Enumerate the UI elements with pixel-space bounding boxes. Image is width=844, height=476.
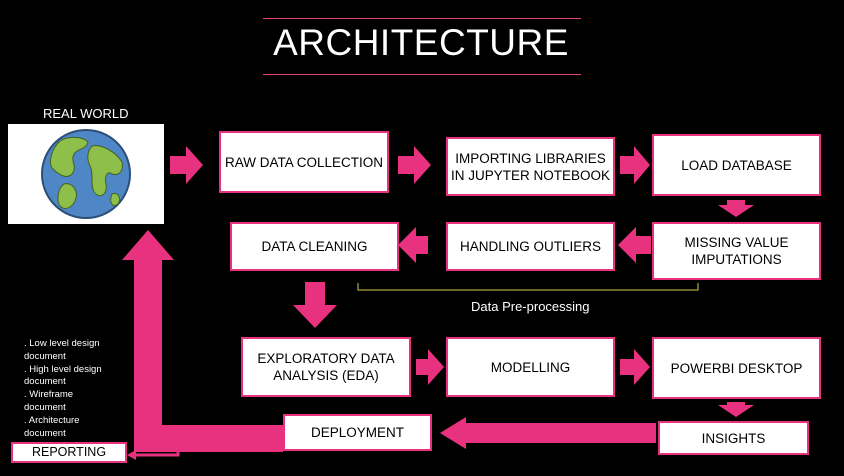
document-item: . Low level design	[24, 338, 100, 349]
document-item: . Architecture	[24, 414, 80, 426]
document-item: document	[24, 401, 66, 413]
powerbi-desktop-label: POWERBI DESKTOP	[670, 360, 803, 376]
data-cleaning-label: DATA CLEANING	[261, 239, 368, 254]
preprocessing-bracket	[357, 283, 699, 291]
missing-value-line1: MISSING VALUE	[684, 235, 789, 250]
page-title: ARCHITECTURE	[273, 22, 569, 63]
document-item: . High level design	[24, 363, 102, 375]
reporting-box: REPORTING	[11, 442, 127, 463]
eda-line1: EXPLORATORY DATA	[257, 351, 395, 366]
arrow-powerbi-to-insights	[718, 402, 754, 417]
document-item: document	[24, 350, 66, 362]
document-item: document	[24, 376, 66, 388]
raw-data-collection-box: RAW DATA COLLECTION	[219, 131, 389, 193]
load-database-label: LOAD DATABASE	[681, 157, 792, 173]
arrow-modelling-to-powerbi	[620, 349, 650, 385]
arrow-to-reporting	[136, 440, 180, 457]
title-bottom-rule	[263, 74, 581, 75]
insights-label: INSIGHTS	[701, 430, 766, 446]
importing-libraries-line2: IN JUPYTER NOTEBOOK	[450, 167, 611, 183]
powerbi-desktop-box: POWERBI DESKTOP	[652, 337, 821, 399]
document-list: . Low level design document . High level…	[24, 338, 134, 440]
missing-value-box: MISSING VALUE IMPUTATIONS	[652, 222, 821, 280]
arrow-world-to-raw	[170, 146, 203, 184]
load-database-box: LOAD DATABASE	[652, 134, 821, 196]
document-item: . Wireframe	[24, 389, 74, 401]
preprocessing-label: Data Pre-processing	[471, 299, 590, 314]
title-top-rule	[263, 18, 581, 19]
arrow-cleaning-to-eda	[293, 282, 337, 328]
eda-line2: ANALYSIS (EDA)	[273, 368, 379, 383]
real-world-image	[8, 124, 164, 224]
arrow-load-to-missing	[718, 200, 754, 217]
document-item: document	[24, 427, 66, 439]
earth-globe-icon	[41, 129, 131, 219]
arrow-eda-to-modelling	[416, 349, 444, 385]
arrow-insights-to-deployment	[440, 417, 656, 449]
arrow-missing-to-outliers	[618, 227, 651, 263]
reporting-label: REPORTING	[31, 445, 107, 459]
handling-outliers-box: HANDLING OUTLIERS	[446, 222, 615, 271]
arrow-import-to-load	[620, 146, 650, 184]
arrow-deployment-to-world	[122, 230, 283, 452]
eda-box: EXPLORATORY DATA ANALYSIS (EDA)	[241, 337, 411, 397]
modelling-label: MODELLING	[490, 359, 571, 375]
real-world-label: REAL WORLD	[43, 106, 129, 121]
arrow-raw-to-import	[398, 146, 431, 184]
importing-libraries-line1: IMPORTING LIBRARIES	[455, 150, 606, 166]
handling-outliers-label: HANDLING OUTLIERS	[459, 239, 602, 254]
arrow-outliers-to-cleaning	[398, 227, 428, 263]
insights-box: INSIGHTS	[658, 421, 809, 455]
deployment-box: DEPLOYMENT	[283, 414, 432, 451]
data-cleaning-box: DATA CLEANING	[230, 222, 399, 271]
modelling-box: MODELLING	[446, 337, 615, 397]
missing-value-line2: IMPUTATIONS	[691, 252, 782, 267]
deployment-label: DEPLOYMENT	[310, 425, 405, 440]
raw-data-collection-label: RAW DATA COLLECTION	[224, 154, 384, 170]
importing-libraries-box: IMPORTING LIBRARIES IN JUPYTER NOTEBOOK	[446, 137, 615, 196]
